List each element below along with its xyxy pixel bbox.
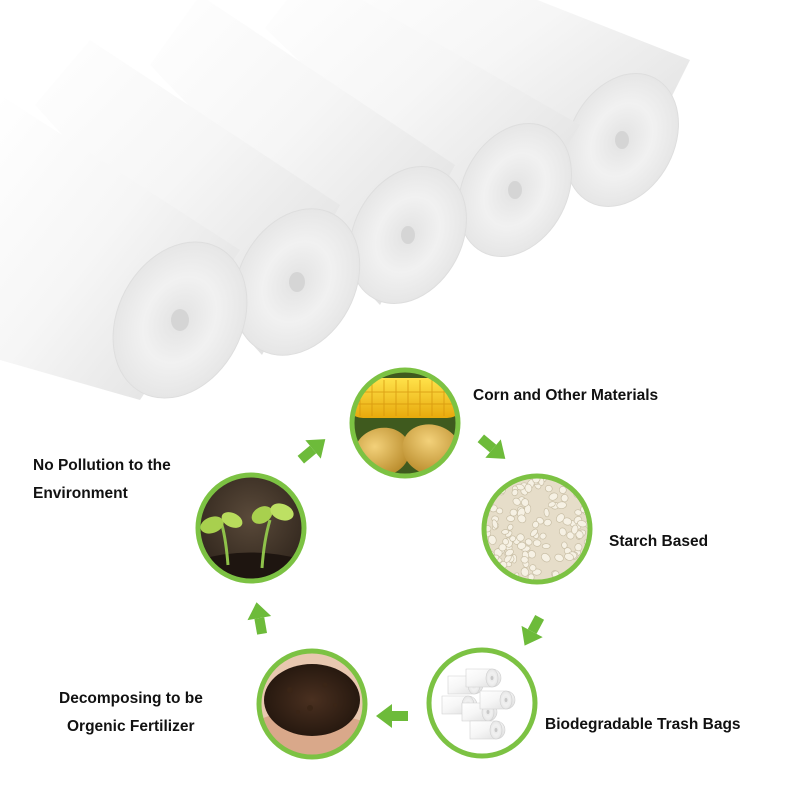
starch-pellet [502,538,509,546]
starch-pellet [521,498,530,507]
starch-pellet [554,553,564,562]
starch-pellet [532,520,539,529]
starch-pellet [574,543,583,552]
trash-bag-rolls-image [0,0,690,400]
seedling-sprout-photo [195,472,307,584]
arrow-icon [297,439,326,464]
starch-pellet [489,479,497,487]
starch-pellet [517,541,527,550]
soil-in-hands-photo [256,648,368,760]
starch-pellet [584,476,590,481]
starch-pellet [586,476,590,481]
starch-pellets-photo [481,473,593,585]
starch-pellet [489,477,498,486]
starch-pellet [524,538,533,546]
starch-pellet [582,569,590,580]
starch-pellet [574,509,583,516]
starch-pellet [524,483,533,493]
starch-pellet [498,476,505,481]
arrow-icon [477,434,506,459]
trash-bag-roll [265,0,580,257]
label-no-pollution-line1: No Pollution to the [33,457,171,474]
starch-pellet [544,485,553,493]
starch-pellet [558,486,567,494]
label-no-pollution-line2: Environment [33,485,128,502]
starch-pellet [527,550,536,559]
arrow-icon [247,602,272,635]
starch-pellet [496,507,504,515]
starch-pellet [547,501,556,508]
starch-pellet [541,543,551,549]
starch-pellet [564,552,574,561]
starch-pellet [571,524,579,535]
starch-pellet [509,508,518,517]
starch-pellet [501,529,510,535]
starch-pellet [530,528,538,537]
starch-pellet [520,556,529,564]
starch-pellet [529,564,537,572]
cycle-arrows [247,434,545,728]
starch-pellet [556,513,565,523]
starch-pellet [543,518,552,527]
starch-pellet [556,501,567,509]
starch-pellet [520,567,530,577]
starch-pellet [543,507,550,518]
starch-pellet [491,519,499,529]
starch-pellet [563,577,572,582]
starch-pellet [495,575,503,582]
starch-pellet [511,488,519,497]
starch-pellet [498,543,507,552]
starch-pellet [517,514,527,524]
starch-pellet [548,492,559,501]
corn-potato-photo [349,367,461,479]
starch-pellet [532,539,542,547]
label-starch-based: Starch Based [609,533,709,550]
starch-pellet [484,486,490,494]
starch-pellet [558,527,567,537]
trash-bag-roll [150,0,467,305]
starch-pellet [512,497,521,506]
starch-pellet [540,553,551,563]
arrow-icon [376,704,408,728]
starch-pellet [580,482,588,489]
label-corn-materials: Corn and Other Materials [473,387,659,404]
starch-pellet [509,535,517,542]
trash-bag-rolls-photo [426,647,538,759]
trash-bag-roll [35,40,361,356]
starch-pellet [505,548,514,557]
label-decomposing-line1: Decomposing to be [59,690,203,707]
starch-pellet [487,534,497,545]
starch-pellet [506,515,515,522]
starch-pellet [577,520,587,528]
starch-pellet [539,532,547,540]
starch-pellet [507,523,514,531]
trash-bag-roll [0,95,248,400]
label-biodegradable-bags: Biodegradable Trash Bags [545,716,741,733]
label-decomposing-line2: Orgenic Fertilizer [67,718,195,735]
starch-pellet [516,533,525,542]
arrow-icon [521,615,545,646]
